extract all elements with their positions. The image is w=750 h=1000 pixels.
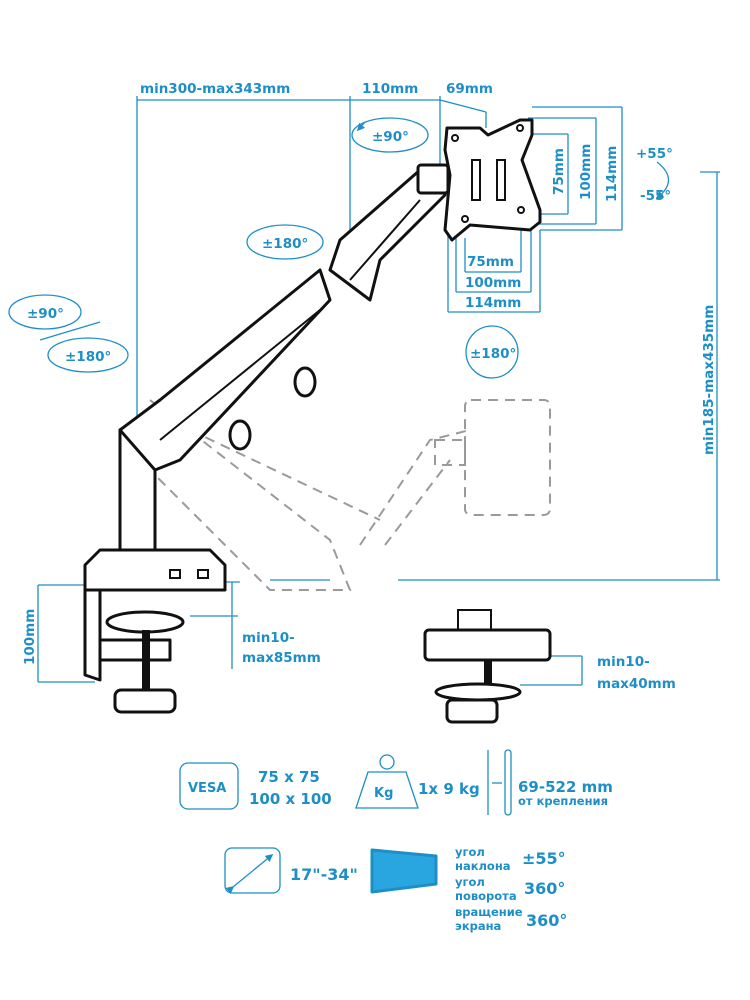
tilt-up-label: +55° <box>636 146 673 162</box>
tilt-arrow-icon <box>655 161 670 199</box>
spec-screen-size: 17"-34" <box>224 847 358 894</box>
angle-rotate-value: 360° <box>526 911 567 930</box>
angle-rotate-label1: вращение <box>455 905 523 919</box>
tilt-down-label: -55° <box>640 188 671 204</box>
upper-swivel-label: ±90° <box>372 129 409 145</box>
screen-size-value: 17"-34" <box>290 865 358 884</box>
base-rotation-label: ±180° <box>65 349 111 365</box>
vesa-line2: 100 x 100 <box>249 790 332 808</box>
vesa-v-75-label: 75mm <box>551 148 567 195</box>
screen-rotation-label: ±180° <box>470 346 516 362</box>
grommet-range-line1: min10- <box>597 654 650 670</box>
vesa-icon <box>179 762 239 810</box>
head-depth-label: 69mm <box>446 81 493 97</box>
rotate-icon <box>8 294 82 330</box>
spec-vesa: VESA 75 x 75 100 x 100 <box>179 762 332 810</box>
dimension-lines <box>37 96 720 686</box>
dimension-labels: min300-max343mm 110mm 69mm 75mm 100mm 11… <box>22 81 717 692</box>
grommet-range-line2: max40mm <box>597 676 676 692</box>
weight-value: 1x 9 kg <box>418 780 480 798</box>
distance-value: 69-522 mm <box>518 778 613 796</box>
monitor-arm <box>83 118 552 724</box>
base-swivel-label: ±90° <box>27 306 64 322</box>
vesa-h-114-label: 114mm <box>465 295 521 311</box>
spec-screen-icon <box>370 848 438 894</box>
clamp-height-label: 100mm <box>22 609 38 665</box>
angle-tilt-label1: угол <box>455 845 485 859</box>
segment-length-label: 110mm <box>362 81 418 97</box>
distance-caption: от крепления <box>518 794 608 808</box>
vesa-v-100-label: 100mm <box>578 144 594 200</box>
angle-tilt-label2: наклона <box>455 859 511 873</box>
arm-reach-label: min300-max343mm <box>140 81 290 97</box>
clamp-range-line2: max85mm <box>242 650 321 666</box>
weight-icon-label: Kg <box>374 786 393 801</box>
angle-tilt-value: ±55° <box>522 849 566 868</box>
vesa-icon-label: VESA <box>188 781 226 796</box>
rotate-icon <box>47 337 129 373</box>
vesa-v-114-label: 114mm <box>604 146 620 202</box>
rotation-indicators <box>8 117 670 379</box>
weight-icon <box>355 771 419 809</box>
angle-rotate-label2: экрана <box>455 919 501 933</box>
rotate-icon <box>465 325 519 379</box>
rotate-icon <box>351 117 429 153</box>
clamp-range-line1: min10- <box>242 630 295 646</box>
rotate-icon <box>246 224 324 260</box>
angle-swivel-label2: поворота <box>455 889 517 903</box>
vesa-line1: 75 x 75 <box>258 768 320 786</box>
spec-weight: Kg 1x 9 kg <box>355 754 480 809</box>
mid-swivel-label: ±180° <box>262 236 308 252</box>
vesa-h-75-label: 75mm <box>467 254 514 270</box>
ghost-arm <box>149 399 551 591</box>
monitor-screen-icon <box>370 848 438 894</box>
spec-angles: угол наклона ±55° угол поворота 360° вра… <box>455 845 567 933</box>
height-range-label: min185-max435mm <box>701 305 717 455</box>
angle-swivel-value: 360° <box>524 879 565 898</box>
vesa-h-100-label: 100mm <box>465 275 521 291</box>
spec-distance: 69-522 mm от крепления <box>487 749 613 816</box>
angle-swivel-label1: угол <box>455 875 485 889</box>
